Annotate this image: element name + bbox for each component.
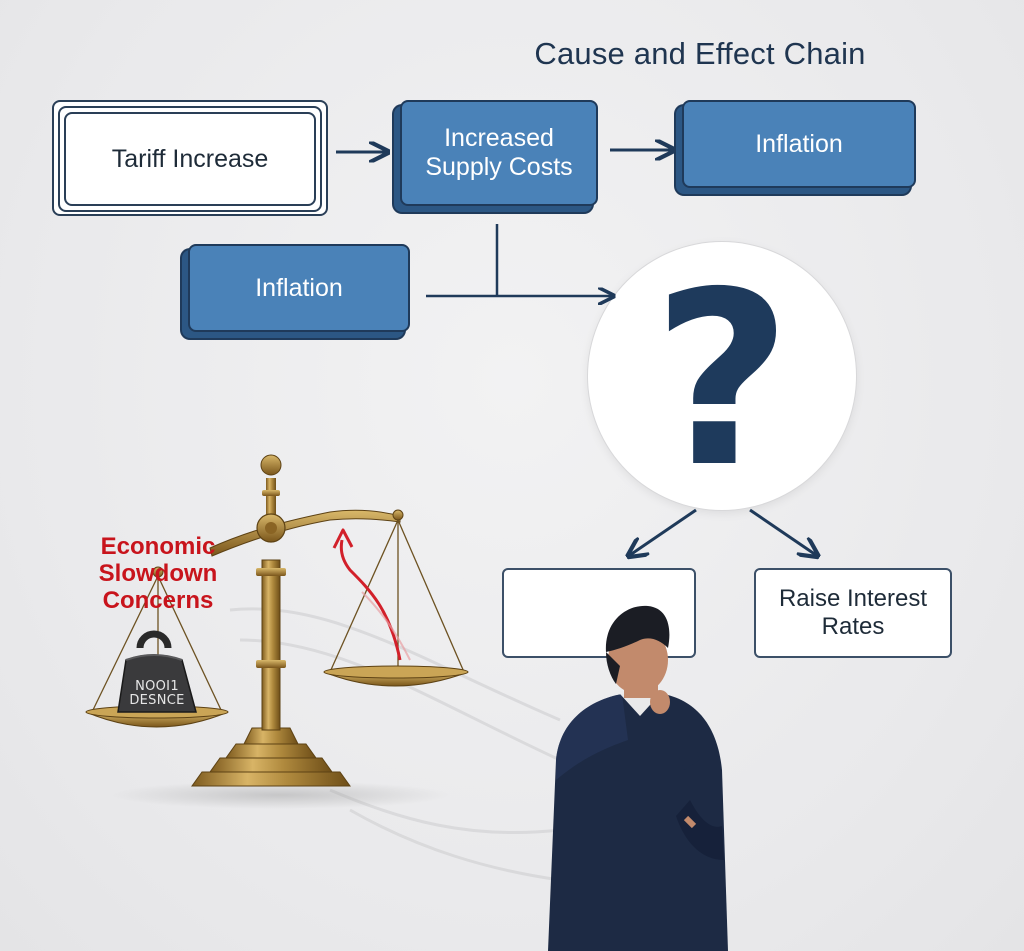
inflation-left-label: Inflation <box>255 273 343 302</box>
raise-interest-rates-label: Raise Interest Rates <box>778 585 928 640</box>
inflation-top-label: Inflation <box>755 129 843 158</box>
increased-supply-costs-label: Increased Supply Costs <box>425 124 573 181</box>
red-up-arrow-icon <box>332 528 411 661</box>
weight-icon <box>117 630 197 713</box>
weight-label: NOOI1 DESNCE <box>129 679 185 709</box>
question-mark-icon: ? <box>652 240 792 520</box>
inflation-left-box: Inflation <box>188 244 410 332</box>
question-mark-node: ? <box>588 242 856 510</box>
thinking-man-figure <box>548 605 728 951</box>
tariff-increase-label: Tariff Increase <box>111 144 269 173</box>
inflation-top-box: Inflation <box>682 100 916 188</box>
branch-arrow-right <box>749 508 816 555</box>
increased-supply-costs-box: Increased Supply Costs <box>400 100 598 206</box>
diagram-title: Cause and Effect Chain <box>534 36 866 71</box>
branch-arrow-left <box>630 508 697 555</box>
option-right-box: Raise Interest Rates <box>754 568 952 658</box>
balance-scale-icon <box>85 454 469 809</box>
economic-slowdown-label: Economic Slowdown Concerns <box>98 533 218 614</box>
tariff-increase-box: Tariff Increase <box>64 112 316 206</box>
